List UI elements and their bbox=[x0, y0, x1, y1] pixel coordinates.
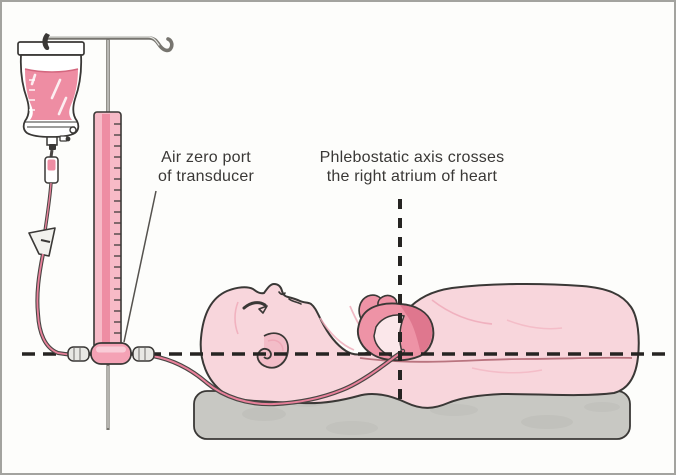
fluid-meniscus bbox=[24, 68, 79, 73]
arm-line bbox=[359, 356, 633, 363]
iv-tubing bbox=[28, 149, 73, 357]
phlebostatic-axis-label-line2: the right atrium of heart bbox=[326, 167, 498, 185]
catheter-tubing bbox=[150, 348, 406, 407]
bag-highlights bbox=[30, 73, 68, 116]
lips-line bbox=[288, 298, 302, 305]
bag-fluid bbox=[25, 69, 78, 120]
air-zero-port-label: Air zero port of transducer bbox=[147, 149, 265, 186]
roller-clamp bbox=[28, 227, 56, 257]
nostril bbox=[278, 291, 286, 296]
heart bbox=[356, 294, 435, 362]
ear bbox=[256, 332, 289, 369]
heart-shading bbox=[400, 305, 432, 354]
phlebostatic-axis-label: Phlebostatic axis crosses the right atri… bbox=[292, 149, 532, 186]
air-zero-port-label-line2: of transducer bbox=[158, 167, 254, 185]
manometer-column bbox=[93, 111, 122, 349]
iv-bag bbox=[17, 33, 85, 150]
leader-line bbox=[123, 190, 157, 343]
stopcock-right bbox=[132, 346, 155, 362]
eyelash bbox=[258, 305, 268, 314]
stopcock-left bbox=[67, 346, 90, 362]
air-zero-port-label-line1: Air zero port bbox=[161, 149, 251, 166]
transducer-assembly bbox=[67, 342, 155, 365]
phlebostatic-axis-label-line1: Phlebostatic axis crosses bbox=[319, 149, 505, 166]
closed-eye bbox=[242, 301, 267, 310]
bag-hanger-hook-icon bbox=[42, 33, 50, 51]
manometer-graduations bbox=[114, 123, 121, 334]
transducer bbox=[90, 342, 132, 365]
